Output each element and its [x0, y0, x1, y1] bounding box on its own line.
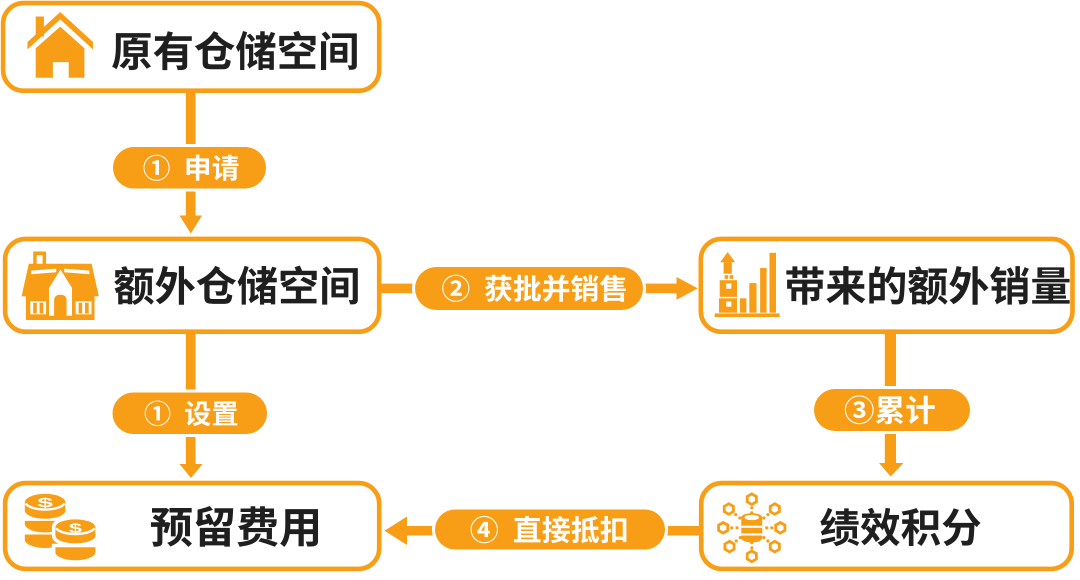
svg-text:$: $ [37, 496, 53, 510]
svg-text:$: $ [69, 521, 83, 535]
